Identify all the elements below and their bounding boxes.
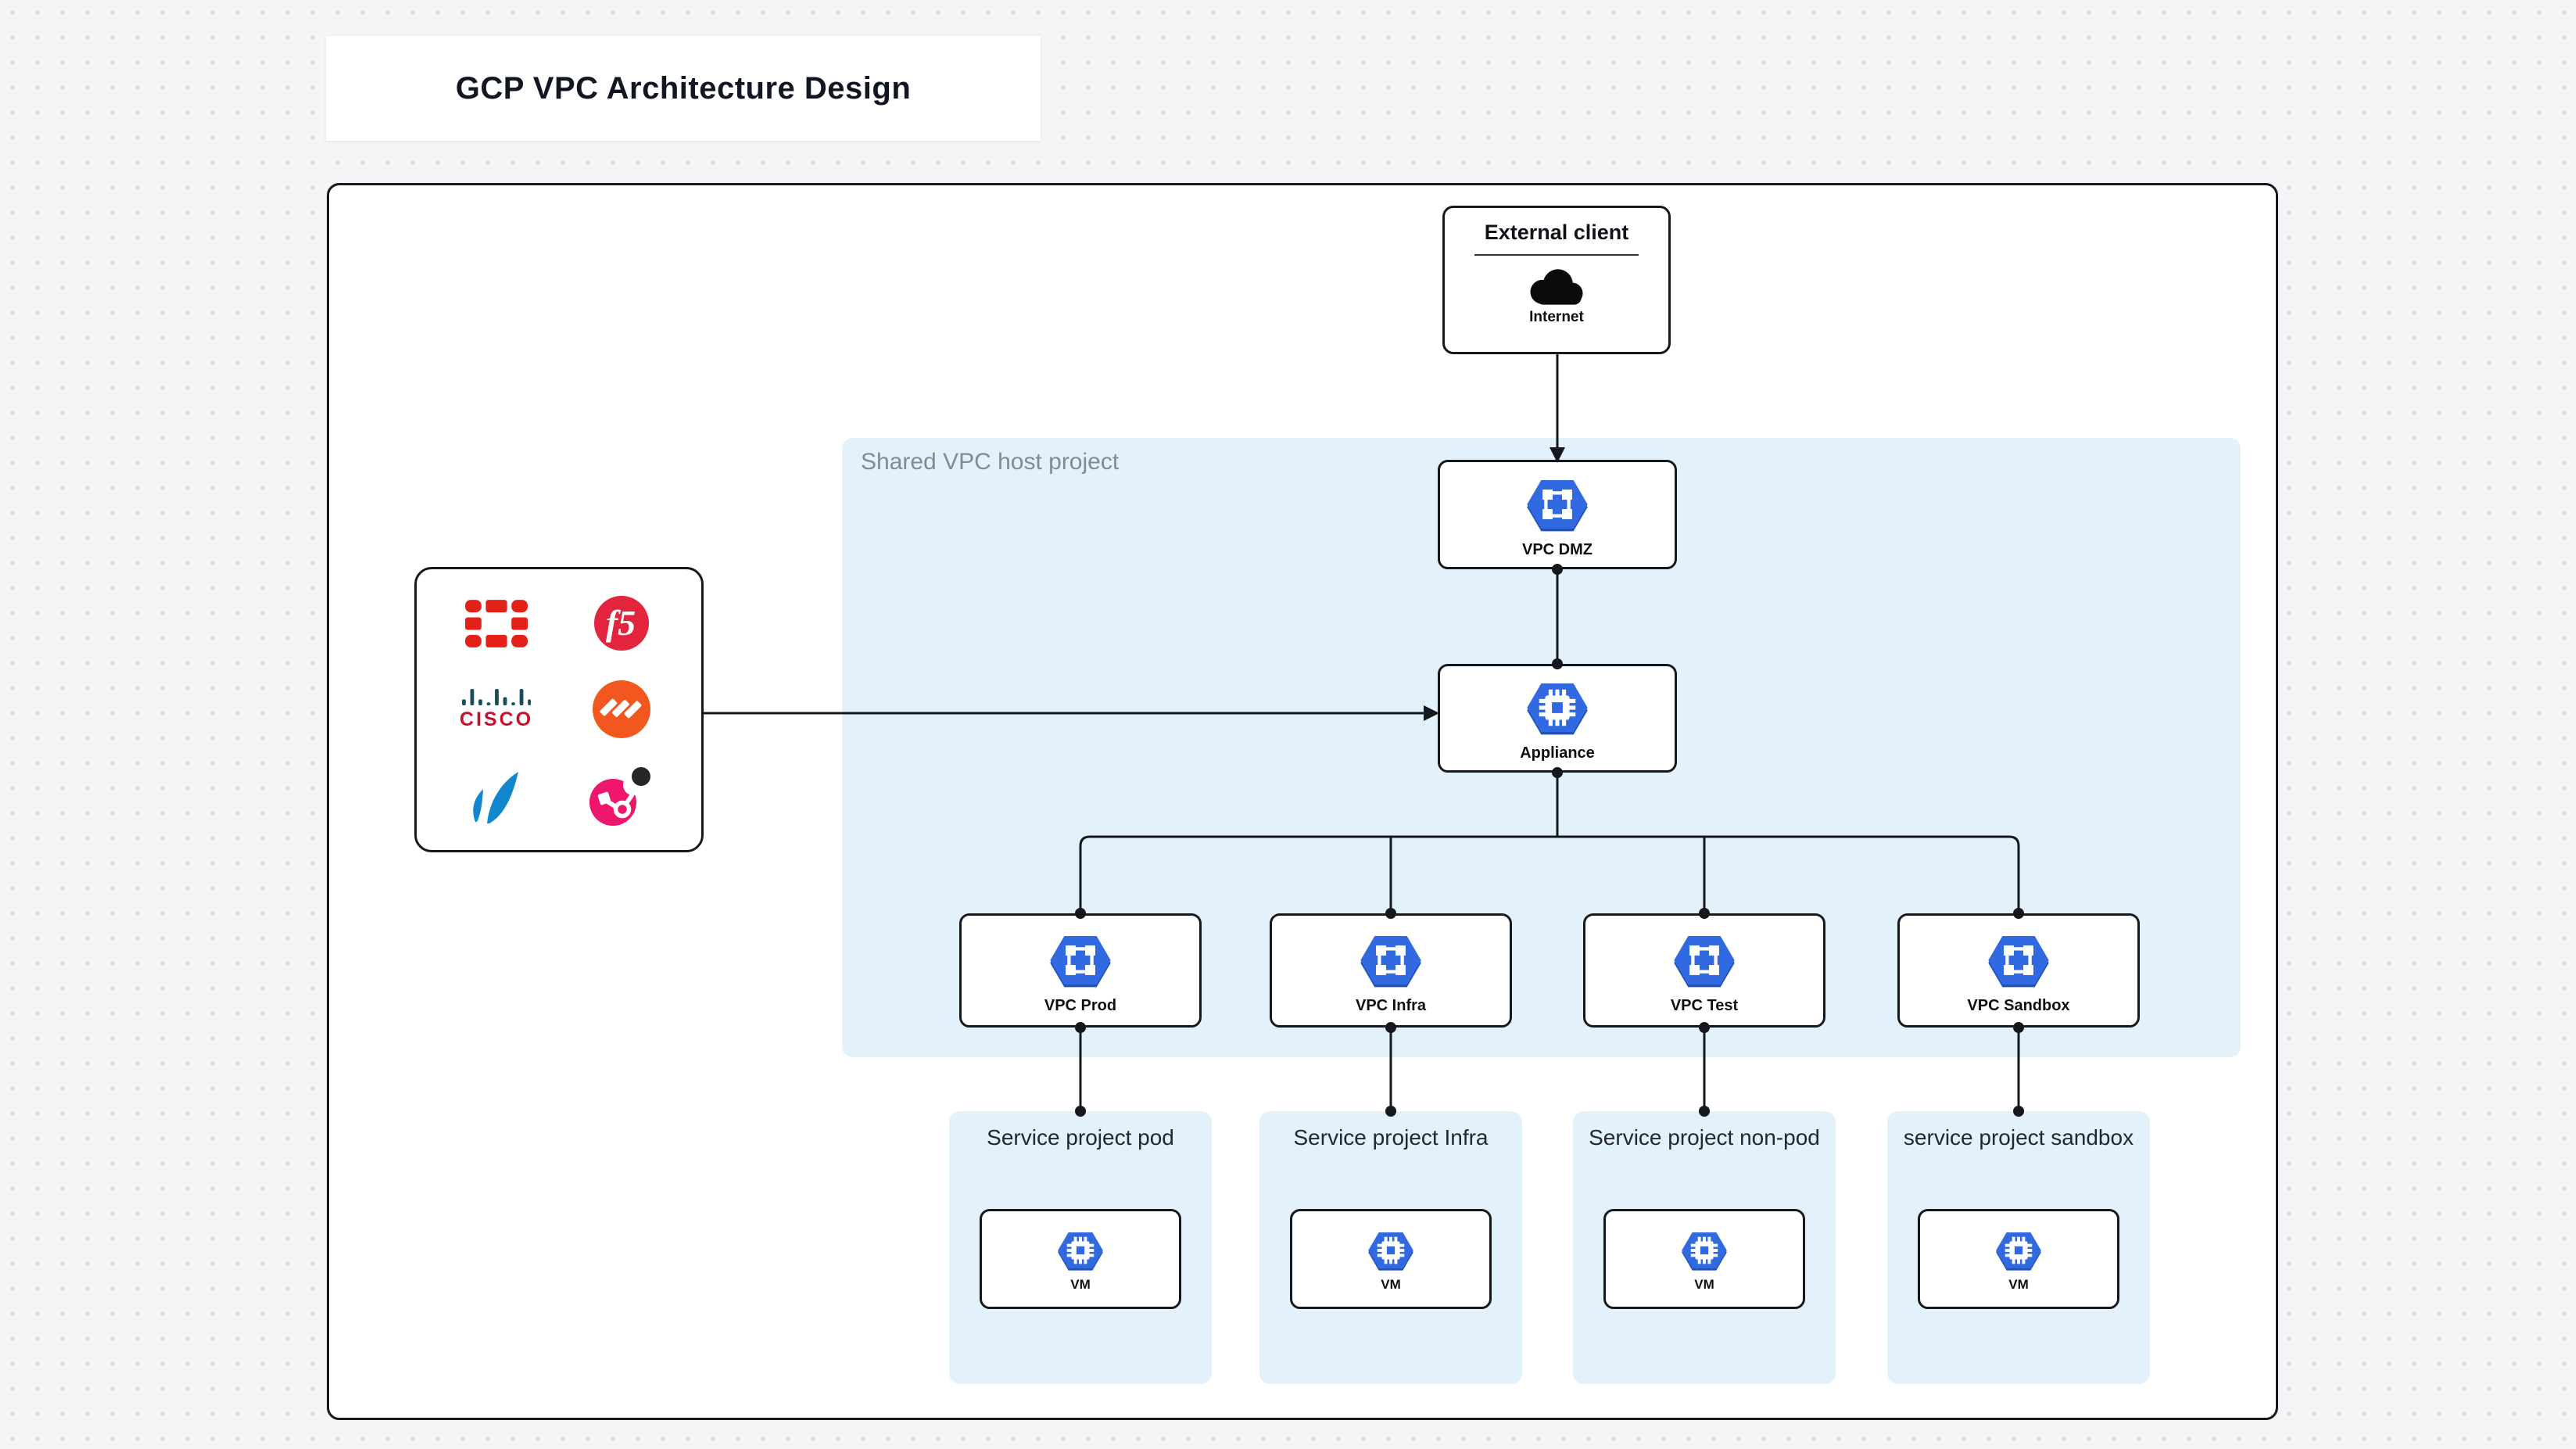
gcp-vpc-icon <box>1671 927 1738 994</box>
gcp-vpc-icon <box>1985 927 2052 994</box>
fortinet-logo <box>465 600 528 647</box>
gcp-compute-engine-icon <box>1994 1225 2044 1275</box>
cloud-icon <box>1521 264 1593 309</box>
vpc-infra-node[interactable]: VPC Infra <box>1270 913 1512 1028</box>
diagram-title-card[interactable]: GCP VPC Architecture Design <box>326 36 1041 141</box>
service-project-infra-title: Service project Infra <box>1259 1125 1522 1150</box>
vm-label: VM <box>2008 1277 2029 1293</box>
vpc-infra-label: VPC Infra <box>1356 997 1426 1015</box>
service-project-sandbox-title: service project sandbox <box>1887 1125 2150 1150</box>
gcp-compute-engine-icon <box>1679 1225 1729 1275</box>
service-project-pod-zone[interactable]: Service project pod VM <box>949 1111 1212 1384</box>
vm-label: VM <box>1694 1277 1714 1293</box>
cisco-logo: CISCO <box>460 687 533 731</box>
vm-node[interactable]: VM <box>1290 1209 1492 1309</box>
vpc-dmz-node[interactable]: VPC DMZ <box>1438 460 1677 569</box>
vpc-test-label: VPC Test <box>1671 997 1738 1015</box>
vm-node[interactable]: VM <box>980 1209 1181 1309</box>
gcp-compute-engine-icon <box>1055 1225 1105 1275</box>
internet-label: Internet <box>1529 309 1584 326</box>
vpc-sandbox-label: VPC Sandbox <box>1967 997 2069 1015</box>
service-project-pod-title: Service project pod <box>949 1125 1212 1150</box>
vpc-dmz-label: VPC DMZ <box>1522 541 1593 559</box>
divider <box>1474 254 1639 256</box>
gcp-vpc-icon <box>1357 927 1424 994</box>
barracuda-logo <box>464 767 529 825</box>
page-title: GCP VPC Architecture Design <box>456 71 912 106</box>
vpc-prod-label: VPC Prod <box>1044 997 1116 1015</box>
gcp-vpc-icon <box>1047 927 1114 994</box>
vm-label: VM <box>1070 1277 1091 1293</box>
aviatrix-logo <box>588 765 655 827</box>
gcp-compute-engine-icon <box>1524 674 1591 741</box>
vm-label: VM <box>1381 1277 1401 1293</box>
service-project-non-pod-title: Service project non-pod <box>1573 1125 1836 1150</box>
service-project-non-pod-zone[interactable]: Service project non-pod VM <box>1573 1111 1836 1384</box>
service-project-sandbox-zone[interactable]: service project sandbox VM <box>1887 1111 2150 1384</box>
vm-node[interactable]: VM <box>1918 1209 2119 1309</box>
external-client-node[interactable]: External client Internet <box>1442 206 1671 354</box>
vpc-sandbox-node[interactable]: VPC Sandbox <box>1897 913 2140 1028</box>
service-project-infra-zone[interactable]: Service project Infra VM <box>1259 1111 1522 1384</box>
appliance-node[interactable]: Appliance <box>1438 664 1677 773</box>
gcp-vpc-icon <box>1524 471 1591 538</box>
vpc-prod-node[interactable]: VPC Prod <box>959 913 1202 1028</box>
shared-vpc-zone-label: Shared VPC host project <box>861 449 1119 475</box>
vpc-test-node[interactable]: VPC Test <box>1583 913 1825 1028</box>
vm-node[interactable]: VM <box>1603 1209 1805 1309</box>
gcp-compute-engine-icon <box>1366 1225 1416 1275</box>
svg-text:f5: f5 <box>606 603 636 643</box>
external-client-title: External client <box>1485 221 1629 245</box>
f5-logo: f5 <box>593 595 650 651</box>
palo-alto-networks-logo <box>593 680 650 738</box>
appliance-label: Appliance <box>1520 744 1595 762</box>
network-appliance-vendors-box[interactable]: f5 CISCO <box>414 567 704 852</box>
